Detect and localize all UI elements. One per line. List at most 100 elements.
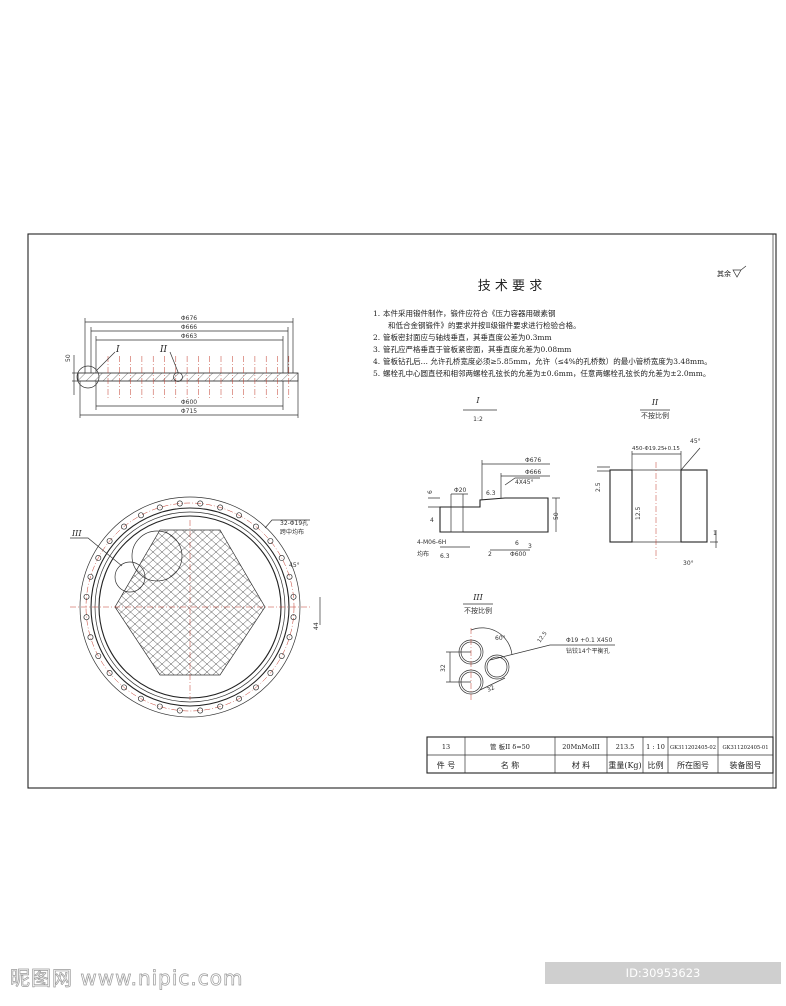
callout-iii: III <box>71 529 82 538</box>
req-number: 3. <box>373 345 380 354</box>
bolt-hole <box>290 614 297 621</box>
plan-view: III 32-Φ19孔 跨中均布 45° 44 <box>70 496 321 718</box>
detail-i-thread-note: 4-M06-6H <box>417 539 446 546</box>
bolt-hole <box>286 573 293 580</box>
bolt-hole <box>236 512 242 519</box>
bolt-hole <box>138 695 144 702</box>
req-line: 和低合金钢锻件》的要求并按Ⅱ级锻件要求进行检验合格。 <box>388 320 581 330</box>
title-block-header: 比例 <box>648 760 664 770</box>
bolt-hole <box>236 695 242 702</box>
req-number: 5. <box>373 369 380 378</box>
bolt-hole-distribution-note: 跨中均布 <box>280 528 304 536</box>
detail-i: I 1:2 Φ676 Φ666 4X45° 6.3 Φ20 6 4 50 4-M… <box>417 396 560 560</box>
req-number: 1. <box>373 309 380 318</box>
detail-i-dim-2: 2 <box>488 551 492 558</box>
callout-ii: II <box>159 345 168 355</box>
bolt-hole <box>290 593 297 600</box>
detail-ii-dim-1: 1 <box>713 530 717 537</box>
title-block-header: 件 号 <box>437 760 456 770</box>
watermark-logo: 昵图网 www.nipic.com <box>10 966 244 991</box>
detail-ii: II 不按比例 450-Φ19.25 +0.15 45° 2.5 12.5 1 … <box>595 398 718 567</box>
dim-715: Φ715 <box>181 408 197 415</box>
bolt-hole <box>278 555 285 561</box>
bolt-hole <box>253 523 259 530</box>
detail-i-dim-3: 3 <box>528 543 532 550</box>
req-number: 2. <box>373 333 380 342</box>
bolt-hole <box>253 684 259 691</box>
bolt-hole <box>197 707 204 714</box>
bolt-hole <box>95 653 102 659</box>
req-line: 管板钻孔后… 允许孔桥宽度必须≥5.85mm，允许（≤4%的孔桥数）的最小管桥宽… <box>383 356 712 366</box>
detail-i-roughness-2: 6.3 <box>440 553 450 560</box>
tech-req-title: 技 术 要 求 <box>478 279 542 294</box>
dim-666: Φ666 <box>181 324 197 331</box>
title-block-value: 管 板II δ=50 <box>490 742 530 751</box>
bolt-hole <box>156 703 163 710</box>
bolt-hole <box>176 500 183 507</box>
callout-i: I <box>115 345 120 355</box>
dim-od-676: Φ676 <box>181 315 197 322</box>
detail-i-dim-20: Φ20 <box>454 487 467 494</box>
detail-i-dim-4: 4 <box>430 517 434 524</box>
bolt-hole <box>83 593 90 600</box>
dim-offset-44: 44 <box>313 622 320 630</box>
bolt-hole <box>106 670 113 676</box>
title-block-header: 重量(Kg) <box>608 760 641 770</box>
detail-i-dim-50: 50 <box>553 512 560 520</box>
detail-i-roughness: 6.3 <box>486 490 496 497</box>
req-number: 4. <box>373 357 380 366</box>
detail-ii-angle-30: 30° <box>683 560 694 567</box>
detail-i-distribution: 均布 <box>417 550 429 558</box>
detail-ii-angle-45: 45° <box>690 438 701 445</box>
bolt-hole <box>121 684 127 691</box>
bolt-hole <box>197 500 204 507</box>
technical-requirements: 技 术 要 求 其余 1.本件采用锻件制作，锻件应符合《压力容器用碳素钢和低合金… <box>373 265 747 378</box>
detail-iii-hole-note: Φ19 +0.1 X450 <box>566 637 612 644</box>
detail-iii-roughness: 12.5 <box>537 630 549 644</box>
detail-ii-hole-dim: 450-Φ19.25 <box>632 446 665 452</box>
dim-663: Φ663 <box>181 333 197 340</box>
watermark-id: ID:30953623 NO:20200607102045732179 <box>545 962 781 1002</box>
title-block-value: 1 : 10 <box>646 743 665 751</box>
bolt-hole <box>176 707 183 714</box>
bolt-hole <box>286 634 293 641</box>
detail-i-dim-676: Φ676 <box>525 457 541 464</box>
req-line: 本件采用锻件制作，锻件应符合《压力容器用碳素钢 <box>383 308 556 318</box>
detail-i-dim-6b: 6 <box>515 540 519 547</box>
title-block-value: GK311202405-02 <box>670 745 716 751</box>
detail-iii-label: III <box>472 593 483 602</box>
title-block-header: 装备图号 <box>730 760 762 770</box>
surface-roughness-icon <box>732 265 747 278</box>
detail-i-chamfer: 4X45° <box>515 479 534 486</box>
bolt-hole <box>156 504 163 511</box>
detail-i-scale: 1:2 <box>473 416 483 423</box>
detail-ii-tolerance: +0.15 <box>663 446 680 452</box>
detail-ii-dim-2-5: 2.5 <box>595 482 602 492</box>
req-line: 管孔应严格垂直于管板紧密面，其垂直度允差为0.08mm <box>383 344 571 354</box>
bolt-hole <box>121 523 127 530</box>
detail-iii-scale: 不按比例 <box>464 606 492 615</box>
req-line: 管板密封面应与轴线垂直，其垂直度公差为0.3mm <box>383 332 552 342</box>
detail-i-dim-666: Φ666 <box>525 469 541 476</box>
bolt-hole <box>87 573 94 580</box>
title-block-value: 213.5 <box>616 743 635 751</box>
title-block-value: 13 <box>442 743 450 751</box>
section-view: Φ676 Φ666 Φ663 Φ600 Φ715 50 I II <box>65 315 299 418</box>
angle-45: 45° <box>289 562 300 569</box>
bolt-hole <box>83 614 90 621</box>
bolt-hole <box>106 538 113 544</box>
bolt-hole <box>267 670 274 676</box>
detail-iii: III 不按比例 60° 32 32 12.5 Φ19 +0.1 X450 钻铰… <box>440 593 615 700</box>
title-block-header: 名 称 <box>501 760 520 770</box>
dim-600: Φ600 <box>181 399 197 406</box>
title-block-header: 所在图号 <box>677 760 709 770</box>
detail-i-dim-6: 6 <box>427 490 434 494</box>
bolt-hole <box>278 653 285 659</box>
bolt-hole <box>217 504 224 511</box>
detail-ii-roughness: 12.5 <box>635 506 642 520</box>
detail-iii-angle-60: 60° <box>495 635 506 642</box>
detail-ii-scale: 不按比例 <box>641 411 669 420</box>
drawing-frame <box>27 233 777 789</box>
